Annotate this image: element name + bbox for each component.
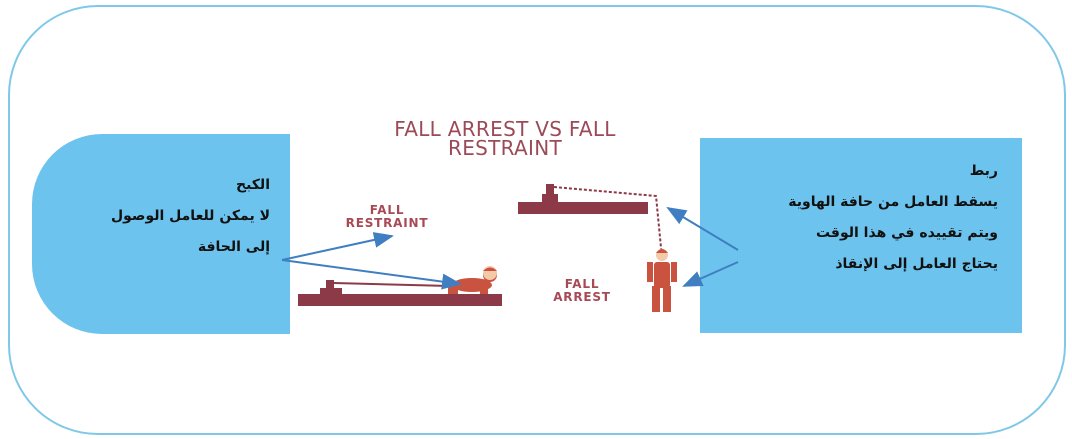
restraint-lanyard (334, 283, 450, 286)
callout-arrest-title: ربط (710, 156, 998, 187)
label-fall-restraint-line2: RESTRAINT (332, 217, 442, 230)
restraint-anchor-post (326, 280, 334, 290)
callout-arrest-line3: يحتاج العامل إلى الإنقاذ (710, 249, 998, 280)
arrest-lanyard (554, 187, 662, 258)
callout-restraint-line1: لا يمكن للعامل الوصول (48, 201, 270, 232)
callout-restraint-line2: إلى الحافة (48, 232, 270, 263)
callout-arrest-line1: يسقط العامل من حافة الهاوية (710, 187, 998, 218)
callout-restraint-title: الكبح (48, 170, 270, 201)
label-fall-arrest: FALL ARREST (542, 278, 622, 304)
callout-restraint: الكبح لا يمكن للعامل الوصول إلى الحافة (32, 134, 290, 334)
restraint-platform (298, 294, 502, 306)
label-fall-restraint: FALL RESTRAINT (332, 204, 442, 230)
arrest-worker (647, 262, 677, 312)
callout-arrest-line2: ويتم تقييده في هذا الوقت (710, 218, 998, 249)
arrest-anchor-post (546, 184, 554, 196)
arrest-platform (518, 202, 648, 214)
arrest-worker-helmet (656, 249, 668, 253)
label-fall-arrest-line2: ARREST (542, 291, 622, 304)
fall-arrest-vs-restraint-figure: FALL ARREST VS FALL RESTRAINT (290, 110, 720, 328)
callout-arrest: ربط يسقط العامل من حافة الهاوية ويتم تقي… (700, 138, 1022, 333)
